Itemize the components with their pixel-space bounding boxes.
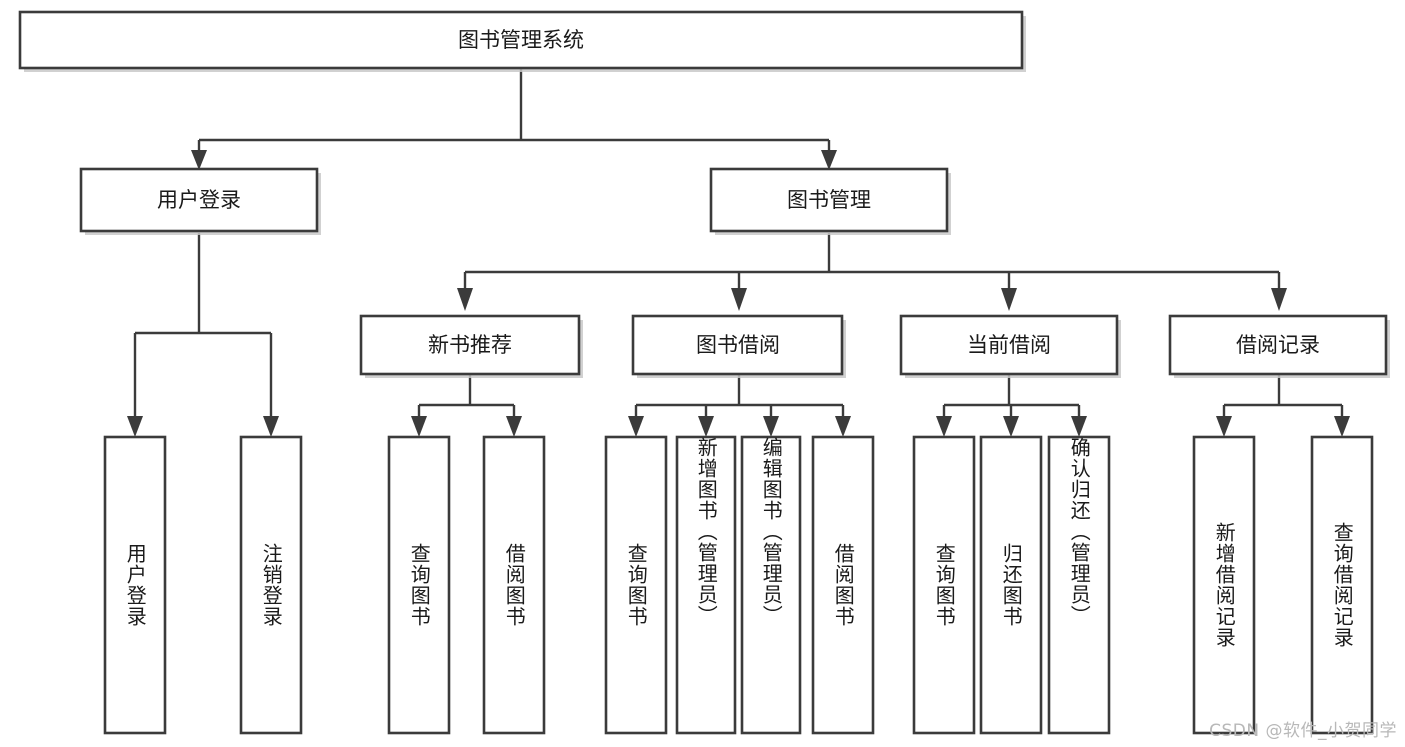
node-user-login[interactable]: 用户登录 <box>79 167 321 235</box>
user-login-label: 用户登录 <box>157 188 241 212</box>
leaf-box-12[interactable] <box>1192 435 1256 735</box>
arrow-currentborrow <box>1001 288 1017 311</box>
leaf-box-6[interactable] <box>675 435 737 735</box>
leaf-box-2[interactable] <box>239 435 303 735</box>
watermark-text: CSDN @软件_小贺同学 <box>1209 721 1397 741</box>
borrow-record-label: 借阅记录 <box>1236 333 1320 357</box>
leaf-box-1[interactable] <box>103 435 167 735</box>
arrow-leaf-2 <box>263 416 279 437</box>
node-current-borrow[interactable]: 当前借阅 <box>899 314 1121 378</box>
arrow-newbook <box>457 288 473 311</box>
leaf-box-11[interactable] <box>1047 435 1111 735</box>
arrow-book-manage <box>821 150 837 170</box>
current-borrow-box[interactable] <box>899 314 1119 376</box>
arrow-leaf-13 <box>1334 416 1350 437</box>
node-root[interactable]: 图书管理系统 <box>18 10 1026 72</box>
leaf-box-9[interactable] <box>912 435 976 735</box>
leaf-box-4[interactable] <box>482 435 546 735</box>
book-borrow-label: 图书借阅 <box>696 333 780 357</box>
arrow-leaf-1 <box>127 416 143 437</box>
leaf-box-7[interactable] <box>740 435 802 735</box>
node-book-manage[interactable]: 图书管理 <box>709 167 951 235</box>
user-login-box[interactable] <box>79 167 319 233</box>
leaf-box-13[interactable] <box>1310 435 1374 735</box>
borrow-record-box[interactable] <box>1168 314 1388 376</box>
node-new-book-recommend[interactable]: 新书推荐 <box>359 314 583 378</box>
arrow-leaf-6 <box>698 416 714 437</box>
node-book-borrow[interactable]: 图书借阅 <box>631 314 846 378</box>
leaf-box-10[interactable] <box>979 435 1043 735</box>
book-manage-box[interactable] <box>709 167 949 233</box>
arrow-leaf-8 <box>835 416 851 437</box>
leaf-box-5[interactable] <box>604 435 668 735</box>
leaf-box-3[interactable] <box>387 435 451 735</box>
arrow-user-login <box>191 150 207 170</box>
node-borrow-record[interactable]: 借阅记录 <box>1168 314 1390 378</box>
leaf-boxes-layer <box>103 435 1374 735</box>
new-book-rec-label: 新书推荐 <box>428 333 512 357</box>
book-borrow-box[interactable] <box>631 314 844 376</box>
arrow-leaf-4 <box>506 416 522 437</box>
arrow-leaf-12 <box>1216 416 1232 437</box>
arrow-leaf-5 <box>628 416 644 437</box>
arrow-leaf-3 <box>411 416 427 437</box>
new-book-rec-box[interactable] <box>359 314 581 376</box>
connector-layer <box>127 68 1350 437</box>
root-label: 图书管理系统 <box>458 28 584 52</box>
arrow-leaf-9 <box>936 416 952 437</box>
leaf-box-8[interactable] <box>811 435 875 735</box>
arrow-leaf-11 <box>1071 416 1087 437</box>
arrow-leaf-10 <box>1003 416 1019 437</box>
book-manage-label: 图书管理 <box>787 188 871 212</box>
root-box[interactable] <box>18 10 1024 70</box>
arrow-borrowrecord <box>1271 288 1287 311</box>
arrow-bookborrow <box>731 288 747 311</box>
arrow-leaf-7 <box>763 416 779 437</box>
current-borrow-label: 当前借阅 <box>967 333 1051 357</box>
